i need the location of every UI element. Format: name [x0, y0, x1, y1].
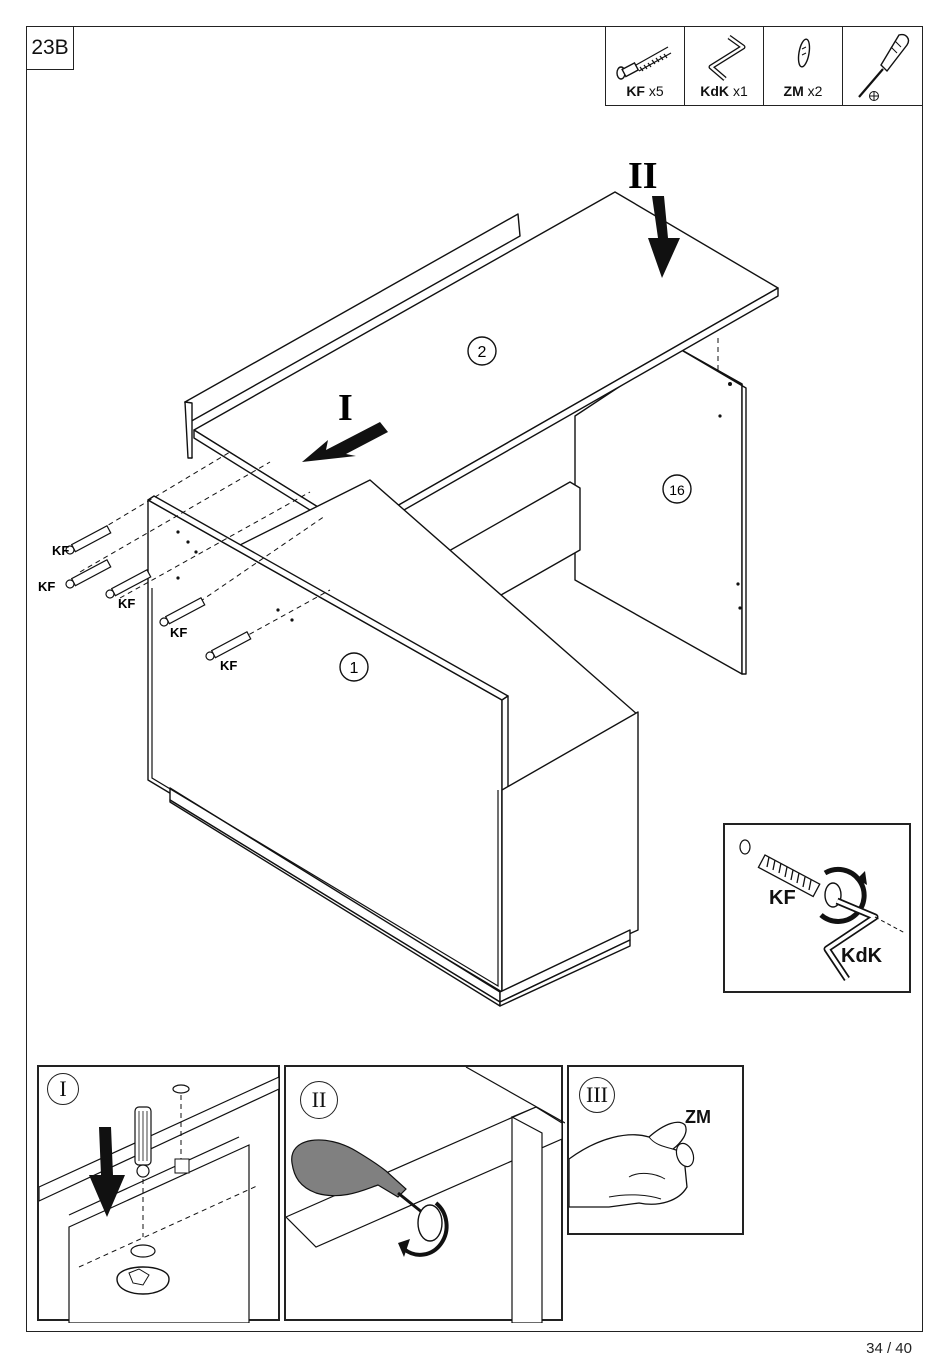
kf-label: KF [118, 596, 135, 611]
part-screwdriver [843, 27, 922, 105]
parts-list: KF x5 KdK x1 ZM x2 [605, 26, 923, 106]
phillips-screwdriver-icon [843, 27, 922, 105]
detail-iii: III ZM [567, 1065, 744, 1235]
page-number: 34 / 40 [866, 1340, 912, 1357]
detail-label: II [300, 1081, 338, 1119]
panel-label-2: 2 [478, 344, 487, 361]
kf-label: KF [170, 625, 187, 640]
part-code: ZM [784, 83, 804, 99]
part-code: KF [626, 83, 645, 99]
arrow-i-label: I [338, 387, 353, 429]
kf-label: KF [220, 658, 237, 673]
part-code: KdK [700, 83, 729, 99]
panel-label-1: 1 [350, 660, 359, 677]
part-qty: x2 [808, 83, 823, 99]
step-number: 23B [26, 26, 74, 70]
part-qty: x1 [733, 83, 748, 99]
detail-zm-label: ZM [685, 1107, 711, 1128]
part-zm: ZM x2 [764, 27, 843, 105]
inset-kf-label: KF [769, 887, 796, 910]
detail-label: I [47, 1073, 79, 1105]
part-kf: KF x5 [606, 27, 685, 105]
kf-label: KF [52, 543, 69, 558]
panel-label-16: 16 [669, 482, 685, 498]
part-qty: x5 [649, 83, 664, 99]
inset-kdk-label: KdK [841, 945, 882, 968]
inset-kf-kdk: KF KdK [723, 823, 911, 993]
detail-label: III [579, 1077, 615, 1113]
detail-i: I [37, 1065, 280, 1321]
part-kdk: KdK x1 [685, 27, 764, 105]
kf-label: KF [38, 579, 55, 594]
arrow-ii-label: II [628, 155, 658, 197]
detail-ii: II [284, 1065, 563, 1321]
